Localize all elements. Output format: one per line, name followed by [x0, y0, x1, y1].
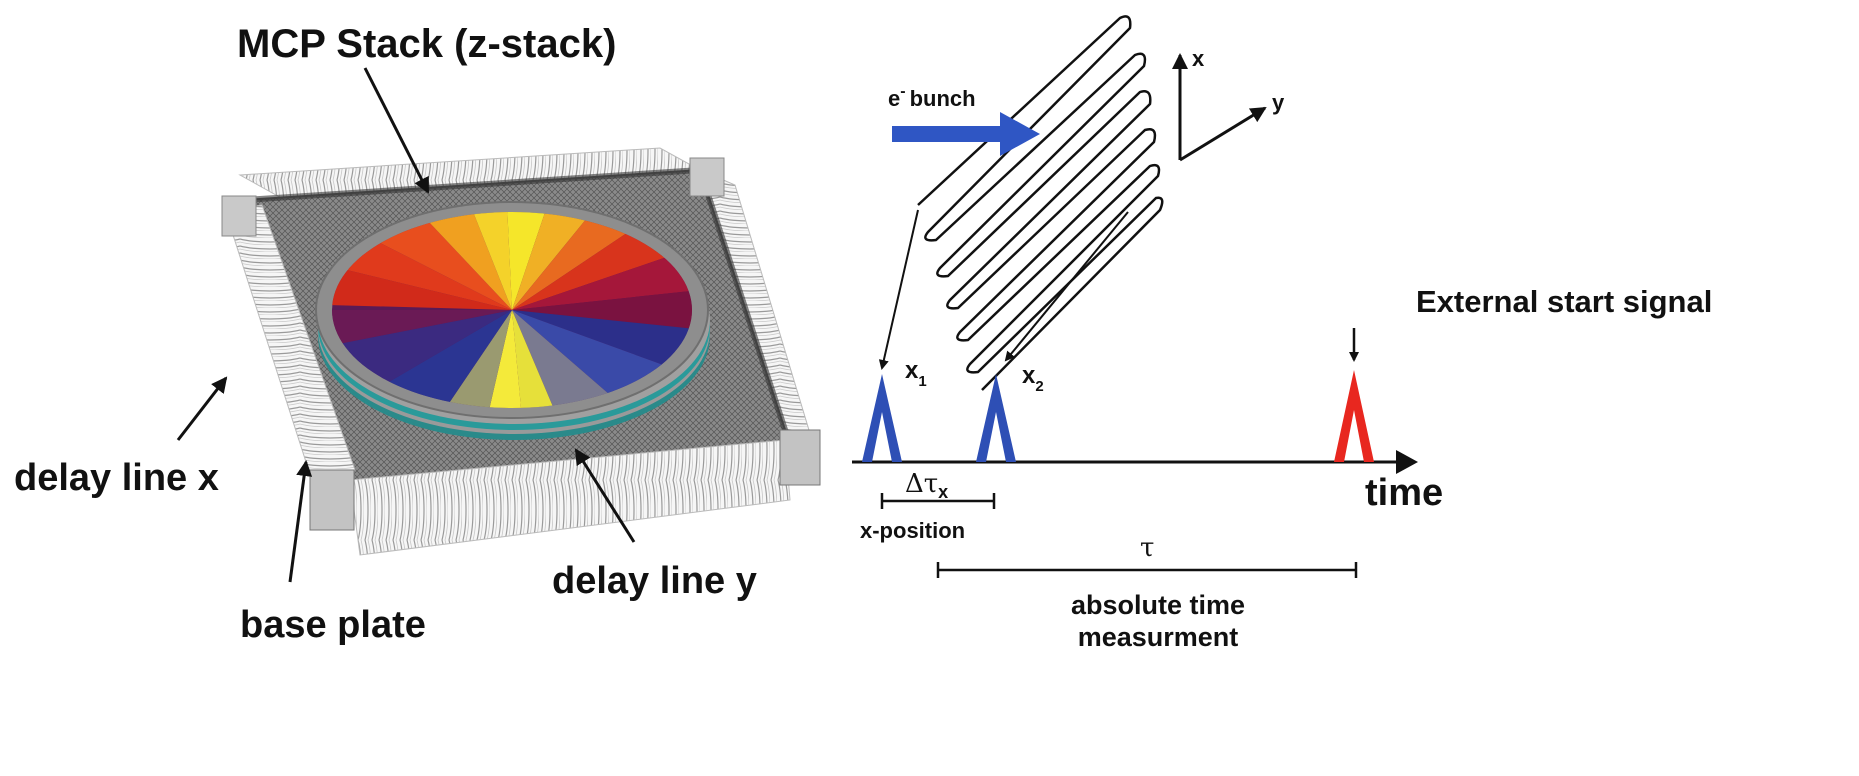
bunch-label: e-bunch — [888, 83, 976, 111]
mcp-detector-illustration — [221, 147, 821, 556]
x1-label: x1 — [905, 357, 927, 390]
mcp-disc — [332, 212, 692, 408]
x2-projection-arrow — [1004, 211, 1129, 362]
base-plate-label: base plate — [240, 604, 426, 646]
axis-y-label: y — [1272, 90, 1285, 115]
corner-block — [689, 157, 725, 197]
time-axis-arrowhead — [1396, 450, 1418, 474]
corner-block — [779, 429, 821, 486]
mcp-arrow — [363, 67, 430, 194]
delay-line-x-arrow — [176, 376, 228, 441]
absolute-time-label-line2: measurment — [1078, 622, 1239, 652]
serpentine-delay-line — [917, 15, 1164, 391]
pulse-x1 — [862, 374, 902, 462]
tau-label: τ — [1140, 533, 1154, 563]
delay-line-y-shape — [349, 439, 791, 556]
delay-line-y-label: delay line y — [552, 560, 757, 602]
x-position-label: x-position — [860, 518, 965, 543]
delta-tau-bracket — [880, 493, 996, 509]
electron-bunch-arrow — [892, 112, 1040, 156]
coordinate-axes — [1172, 53, 1267, 162]
axis-x-label: x — [1192, 46, 1205, 71]
corner-block — [221, 195, 257, 237]
tau-bracket — [936, 562, 1358, 578]
corner-block — [309, 469, 355, 531]
pulse-x2 — [976, 374, 1016, 462]
delay-line-x-label: delay line x — [14, 457, 219, 499]
delay-line-y-arrow — [574, 448, 636, 543]
x2-label: x2 — [1022, 362, 1044, 395]
external-start-label: External start signal — [1416, 284, 1712, 319]
pulse-external-start — [1334, 370, 1374, 462]
mcp-stack-title: MCP Stack (z-stack) — [237, 22, 616, 66]
time-label: time — [1365, 472, 1443, 514]
x1-projection-arrow — [878, 209, 919, 370]
absolute-time-label-line1: absolute time — [1071, 590, 1245, 620]
base-plate-arrow — [288, 460, 313, 583]
delta-tau-label: Δτx — [905, 469, 948, 502]
